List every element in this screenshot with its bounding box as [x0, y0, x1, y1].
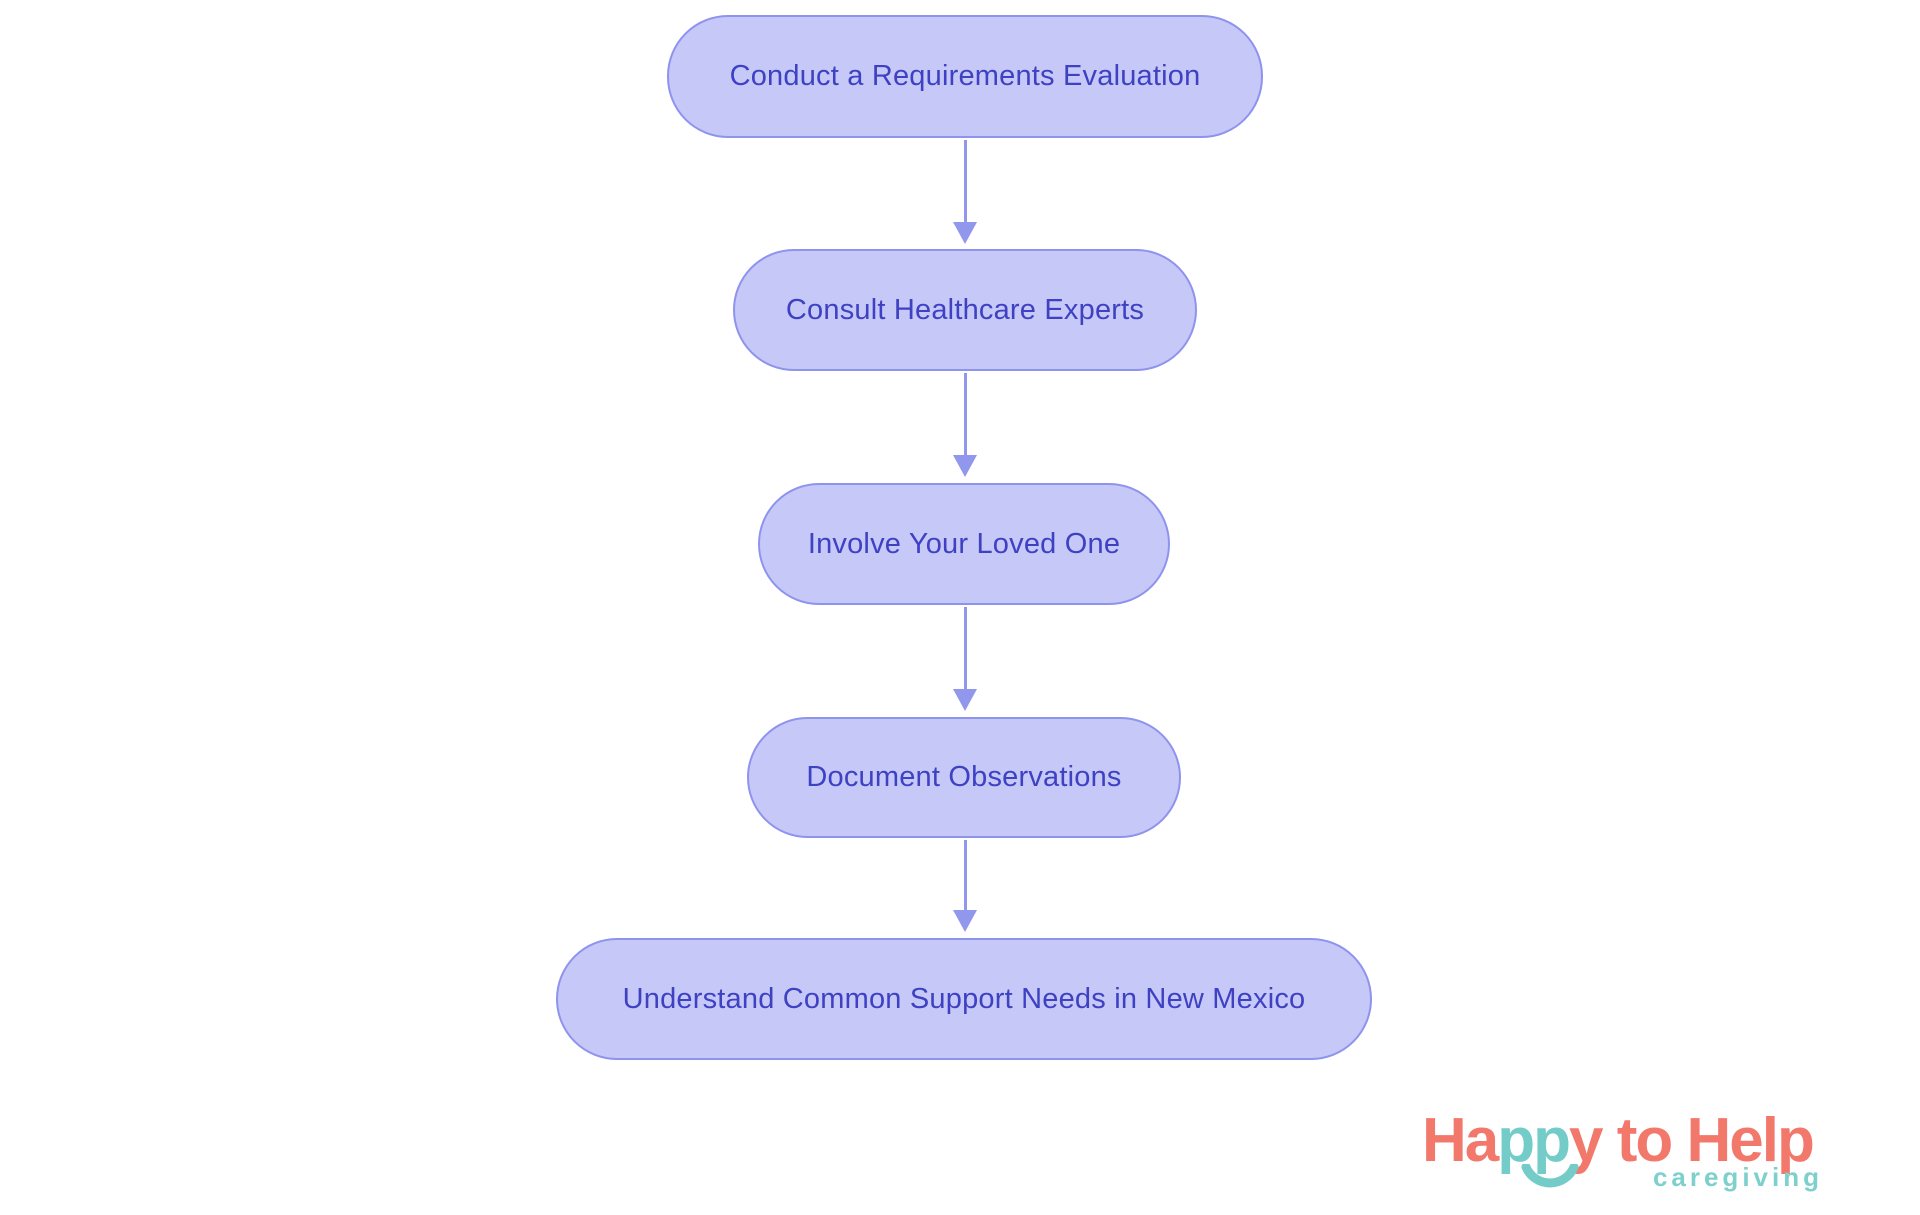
arrow-head-icon	[953, 910, 977, 932]
logo-tagline: caregiving	[1652, 1162, 1823, 1192]
logo-wordmark: Happy to Help	[1422, 1110, 1815, 1172]
connector-arrow	[953, 140, 977, 244]
connector-arrow	[953, 373, 977, 477]
arrow-shaft	[963, 373, 967, 457]
logo-segment: to	[1601, 1106, 1687, 1175]
flow-node-requirements-evaluation: Conduct a Requirements Evaluation	[667, 15, 1263, 138]
logo-segment: pp	[1497, 1106, 1571, 1175]
happy-to-help-logo: Happy to Help caregiving	[1422, 1102, 1872, 1214]
flow-node-consult-experts: Consult Healthcare Experts	[733, 249, 1197, 371]
flow-node-label: Consult Healthcare Experts	[785, 293, 1145, 326]
logo-segment: Help	[1686, 1106, 1814, 1175]
flow-node-label: Understand Common Support Needs in New M…	[622, 982, 1306, 1015]
arrow-shaft	[963, 840, 967, 912]
flow-node-involve-loved-one: Involve Your Loved One	[758, 483, 1170, 605]
arrow-shaft	[963, 607, 967, 691]
arrow-head-icon	[953, 689, 977, 711]
smile-arc-icon	[1520, 1162, 1580, 1203]
logo-segment: y	[1569, 1106, 1604, 1175]
flow-node-document-observations: Document Observations	[747, 717, 1181, 838]
arrow-head-icon	[953, 455, 977, 477]
flow-node-label: Involve Your Loved One	[807, 527, 1121, 560]
flow-node-understand-support-needs: Understand Common Support Needs in New M…	[556, 938, 1372, 1060]
flow-node-label: Document Observations	[806, 761, 1122, 793]
logo-segment: Ha	[1422, 1106, 1499, 1175]
connector-arrow	[953, 840, 977, 932]
flow-node-label: Conduct a Requirements Evaluation	[729, 60, 1201, 92]
arrow-head-icon	[953, 222, 977, 244]
arrow-shaft	[963, 140, 967, 224]
connector-arrow	[953, 607, 977, 711]
